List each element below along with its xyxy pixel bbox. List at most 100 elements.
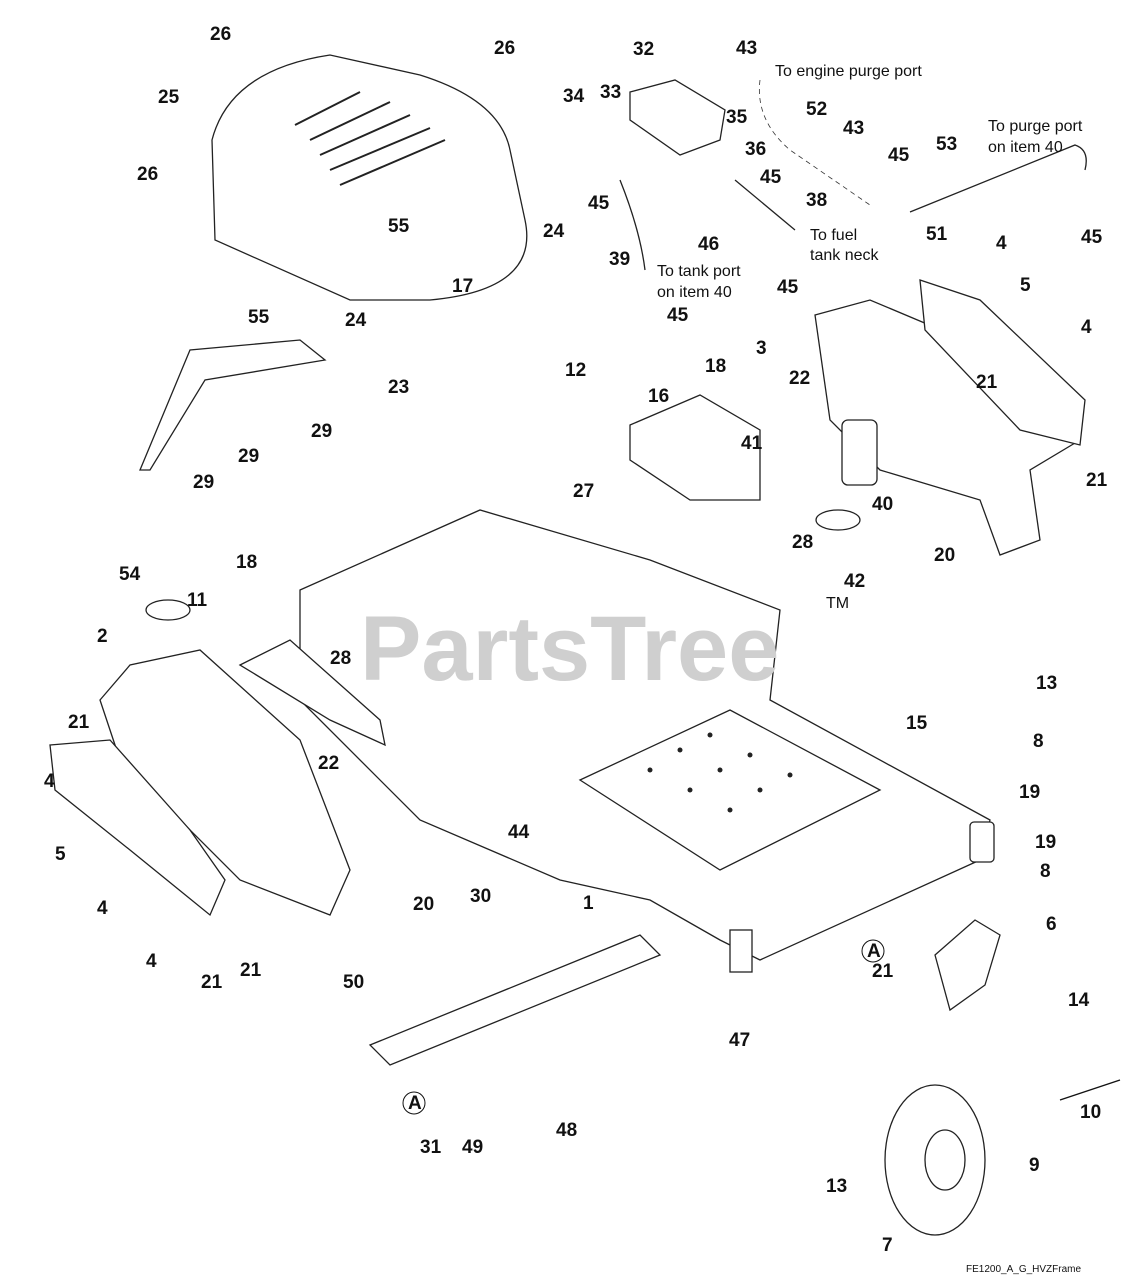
callout-4: 4 [996, 233, 1007, 254]
callout-19: 19 [1035, 832, 1056, 853]
callout-4: 4 [44, 771, 55, 792]
right-panel-part [919, 279, 1086, 446]
callout-8: 8 [1040, 861, 1051, 882]
callout-24: 24 [345, 310, 367, 331]
callout-5: 5 [55, 844, 66, 865]
callout-45: 45 [888, 145, 910, 166]
callout-44: 44 [508, 822, 530, 843]
callout-17: 17 [452, 276, 473, 297]
callout-9: 9 [1029, 1155, 1040, 1176]
reference-a-circle [861, 939, 885, 963]
reference-a-circle [402, 1091, 426, 1115]
callout-A: A [867, 941, 881, 962]
callout-15: 15 [906, 713, 928, 734]
callout-40: 40 [872, 494, 893, 515]
callout-5: 5 [1020, 275, 1031, 296]
callout-22: 22 [318, 753, 339, 774]
callout-21: 21 [1086, 470, 1108, 491]
callout-39: 39 [609, 249, 630, 270]
callout-35: 35 [726, 107, 748, 128]
callout-49: 49 [462, 1137, 483, 1158]
callout-6: 6 [1046, 914, 1057, 935]
callout-24: 24 [543, 221, 565, 242]
callout-26: 26 [494, 38, 515, 59]
cup-54-part [145, 599, 191, 621]
callout-21: 21 [201, 972, 223, 993]
callout-53: 53 [936, 134, 957, 155]
callout-31: 31 [420, 1137, 442, 1158]
callout-14: 14 [1068, 990, 1090, 1011]
floor-holes [647, 732, 793, 813]
note-tank-port-1: To tank port [657, 263, 741, 280]
callout-2: 2 [97, 626, 108, 647]
callout-21: 21 [68, 712, 90, 733]
caster-fork-6-part [934, 919, 1001, 1012]
bracket-12-part [629, 394, 761, 501]
note-fuel-neck-2: tank neck [810, 247, 879, 264]
callout-43: 43 [736, 38, 757, 59]
bracket-11-part [238, 639, 386, 747]
callout-23: 23 [388, 377, 409, 398]
callout-48: 48 [556, 1120, 577, 1141]
diagram-caption: FE1200_A_G_HVZFrame [966, 1264, 1081, 1275]
callout-36: 36 [745, 139, 766, 160]
callout-50: 50 [343, 972, 364, 993]
watermark: PartsTree [360, 598, 779, 700]
callout-29: 29 [311, 421, 332, 442]
callout-27: 27 [573, 481, 594, 502]
callout-51: 51 [926, 224, 948, 245]
callout-21: 21 [872, 961, 894, 982]
callout-33: 33 [600, 82, 621, 103]
callout-54: 54 [119, 564, 141, 585]
note-purge-port-2: on item 40 [988, 139, 1063, 156]
note-engine-purge: To engine purge port [775, 63, 922, 80]
canister-40-part [841, 419, 878, 486]
hose-39-part [619, 179, 646, 271]
bracket-23-part [139, 339, 327, 471]
bumper-50-part [368, 934, 662, 1066]
callout-4: 4 [97, 898, 108, 919]
callout-13: 13 [826, 1176, 847, 1197]
callout-30: 30 [470, 886, 491, 907]
left-panel-part [49, 739, 226, 917]
note-purge-port-1: To purge port [988, 118, 1083, 135]
caster-sleeve-part [969, 821, 995, 863]
callout-41: 41 [741, 433, 763, 454]
callout-4: 4 [146, 951, 157, 972]
callout-13: 13 [1036, 673, 1057, 694]
callout-28: 28 [330, 648, 351, 669]
callout-11: 11 [187, 590, 208, 611]
callout-45: 45 [777, 277, 799, 298]
callout-47: 47 [729, 1030, 750, 1051]
callout-52: 52 [806, 99, 827, 120]
callout-34: 34 [563, 86, 585, 107]
callout-45: 45 [667, 305, 689, 326]
callout-16: 16 [648, 386, 669, 407]
callout-38: 38 [806, 190, 827, 211]
watermark-tm: TM [826, 595, 849, 612]
clamp-42-part [815, 509, 861, 531]
callout-46: 46 [698, 234, 719, 255]
callout-26: 26 [210, 24, 231, 45]
callout-45: 45 [1081, 227, 1103, 248]
note-tank-port-2: on item 40 [657, 284, 732, 301]
callout-26: 26 [137, 164, 158, 185]
hose-38-part [734, 179, 796, 231]
floor-pan-part [578, 709, 882, 871]
hood-vents [294, 91, 446, 186]
callout-20: 20 [934, 545, 955, 566]
callout-32: 32 [633, 39, 654, 60]
callout-28: 28 [792, 532, 813, 553]
axle-tube-part [729, 929, 753, 973]
wheel-hub-part [924, 1129, 966, 1191]
callout-4: 4 [1081, 317, 1092, 338]
callout-8: 8 [1033, 731, 1044, 752]
callout-18: 18 [236, 552, 257, 573]
callout-55: 55 [388, 216, 410, 237]
fuel-tank-32-part [629, 79, 726, 156]
callout-3: 3 [756, 338, 767, 359]
callout-A: A [408, 1093, 422, 1114]
